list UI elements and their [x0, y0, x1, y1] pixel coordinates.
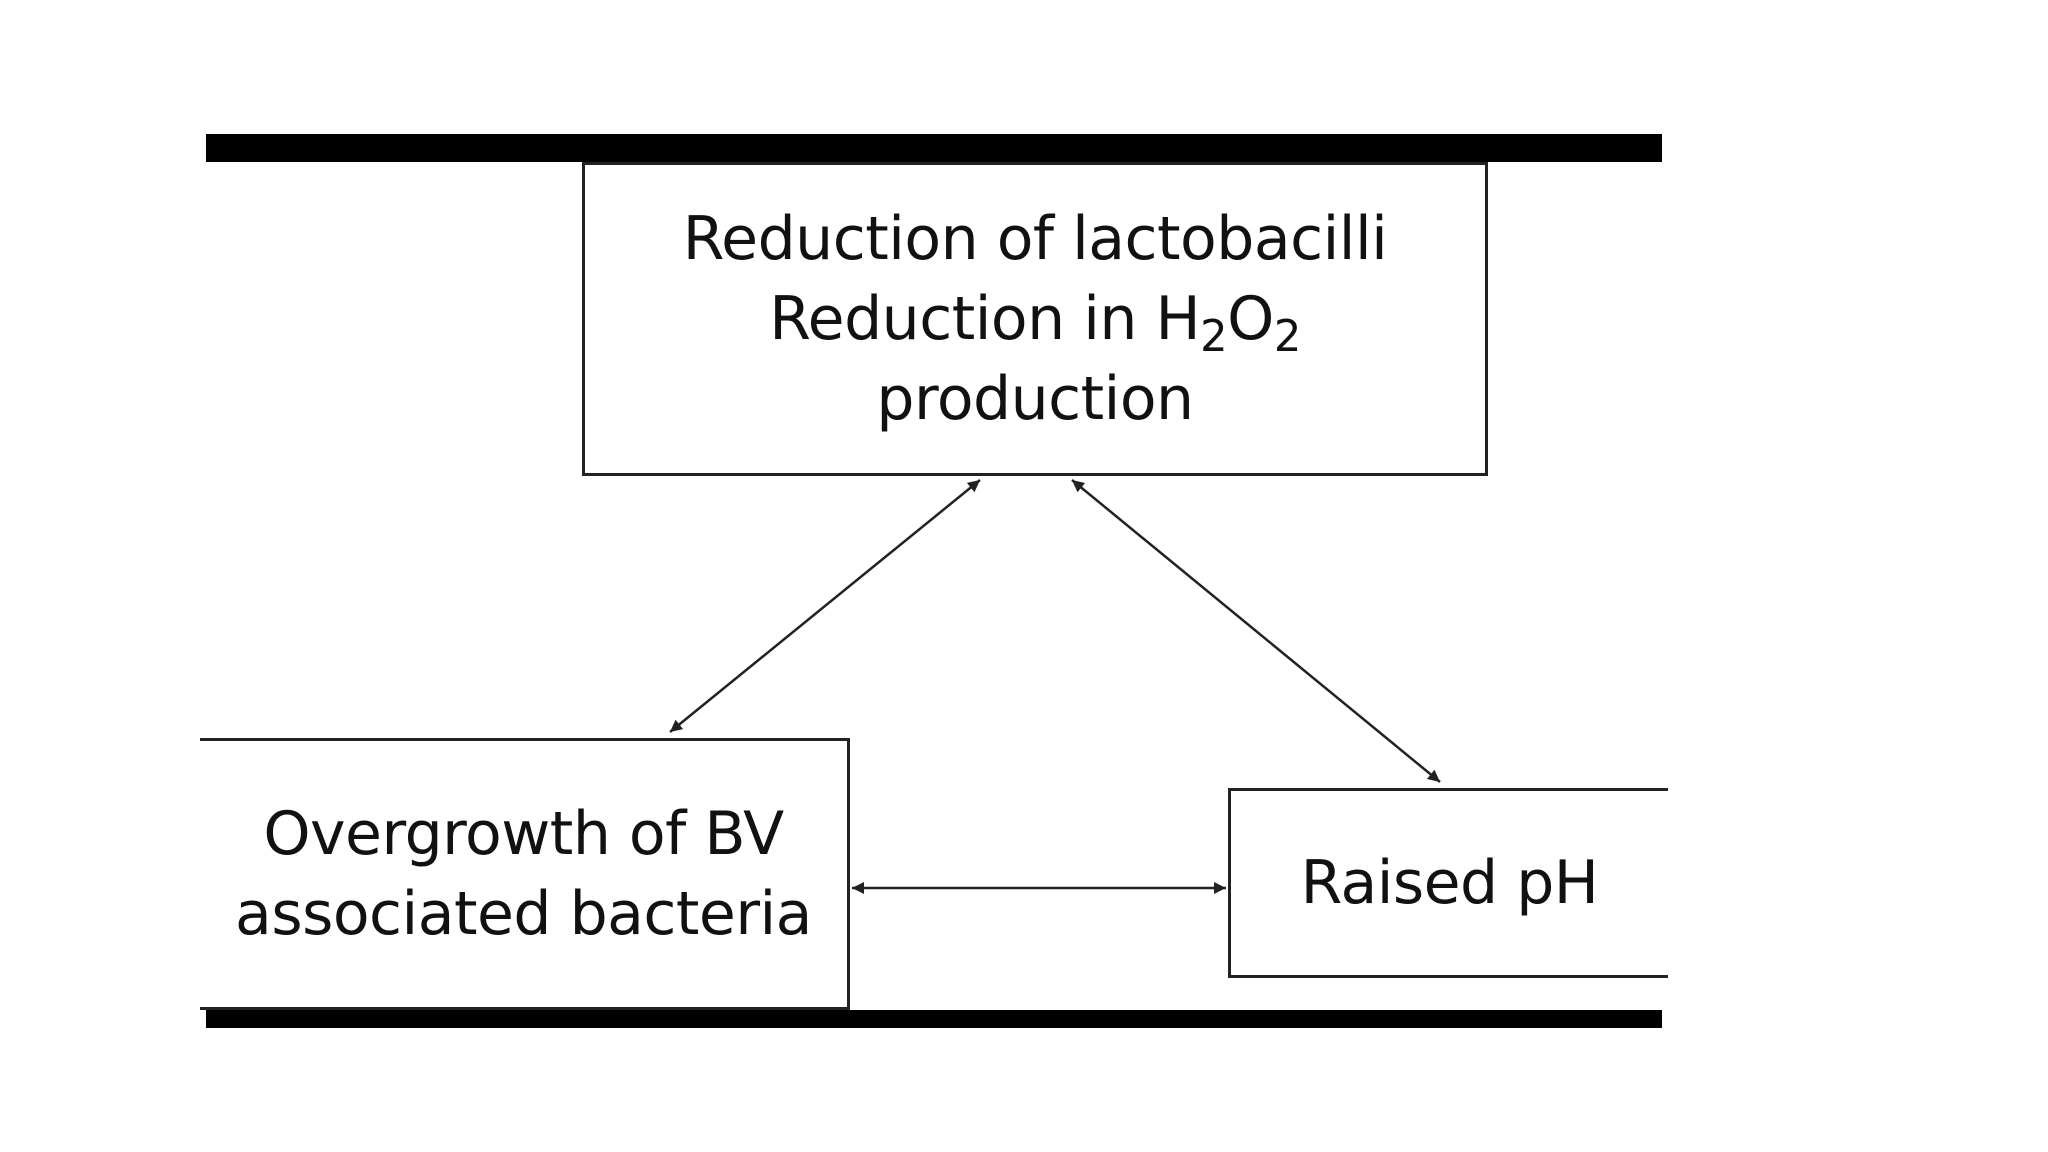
h2o2-sub-1: 2	[1200, 312, 1228, 363]
bottom-border-bar	[206, 1010, 1662, 1028]
node-left-line-2: associated bacteria	[235, 879, 812, 949]
h2o2-sub-2: 2	[1273, 312, 1301, 363]
arrow-top-right	[1071, 479, 1441, 783]
node-top-line-2: Reduction in H2O2	[769, 279, 1301, 359]
h2o2-mid: O	[1227, 284, 1274, 354]
node-raised-ph: Raised pH	[1228, 788, 1668, 978]
node-bv-overgrowth: Overgrowth of BV associated bacteria	[200, 738, 850, 1010]
node-right-line-1: Raised pH	[1300, 848, 1599, 918]
arrow-top-left	[669, 479, 981, 733]
h2o2-prefix: Reduction in H	[769, 284, 1201, 354]
node-lactobacilli-reduction: Reduction of lactobacilli Reduction in H…	[582, 162, 1488, 476]
top-border-bar	[206, 134, 1662, 162]
node-left-line-1: Overgrowth of BV	[263, 799, 784, 869]
node-top-line-3: production	[876, 364, 1194, 434]
node-top-line-1: Reduction of lactobacilli	[682, 204, 1388, 274]
